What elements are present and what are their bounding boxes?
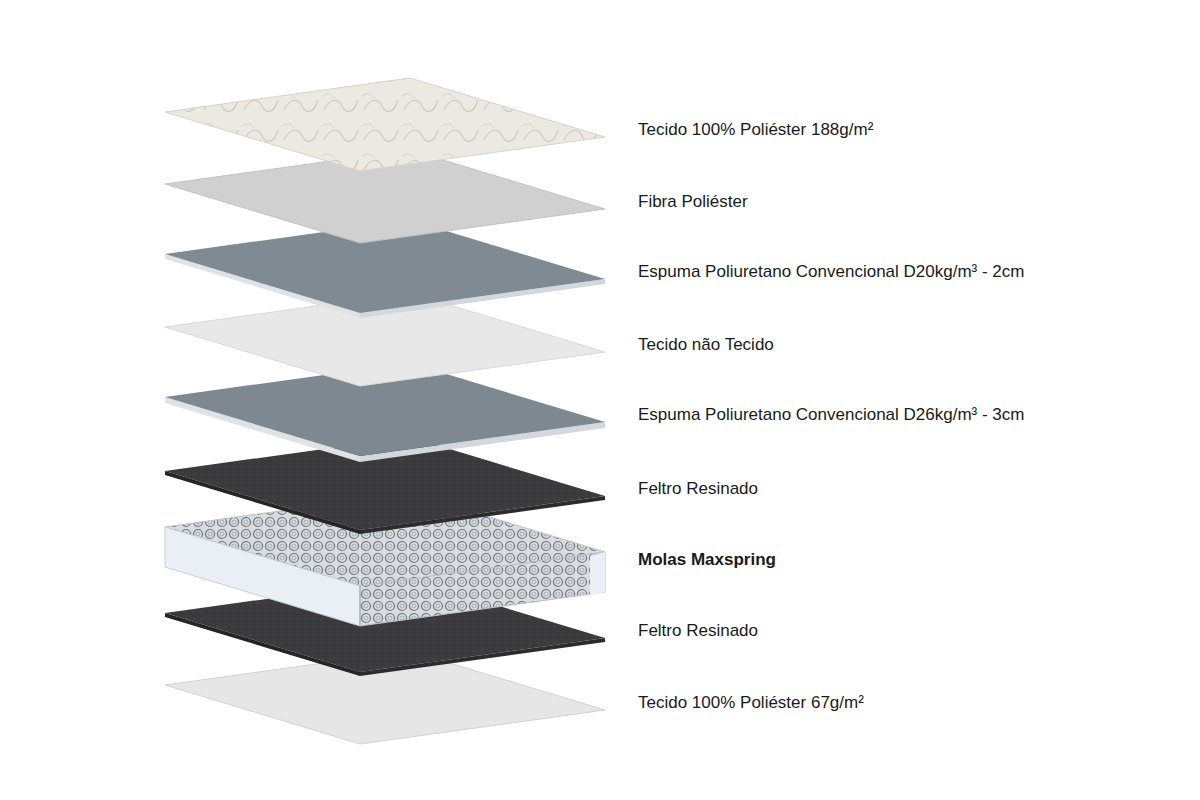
felt-edge xyxy=(360,638,605,676)
felt-edge xyxy=(165,471,360,534)
layer-label: Feltro Resinado xyxy=(638,621,758,641)
layer-label: Molas Maxspring xyxy=(638,550,776,570)
layer-label: Tecido 100% Poliéster 67g/m² xyxy=(638,693,864,713)
layer-label: Fibra Poliéster xyxy=(638,192,748,212)
fabric-layer xyxy=(165,78,605,171)
layer-label: Feltro Resinado xyxy=(638,479,758,499)
layer-label: Tecido 100% Poliéster 188g/m² xyxy=(638,120,873,140)
felt-edge xyxy=(360,496,605,534)
layer-label: Tecido não Tecido xyxy=(638,335,774,355)
layer-label: Espuma Poliuretano Convencional D20kg/m³… xyxy=(638,262,1024,282)
layer-label: Espuma Poliuretano Convencional D26kg/m³… xyxy=(638,405,1024,425)
felt-edge xyxy=(165,613,360,676)
